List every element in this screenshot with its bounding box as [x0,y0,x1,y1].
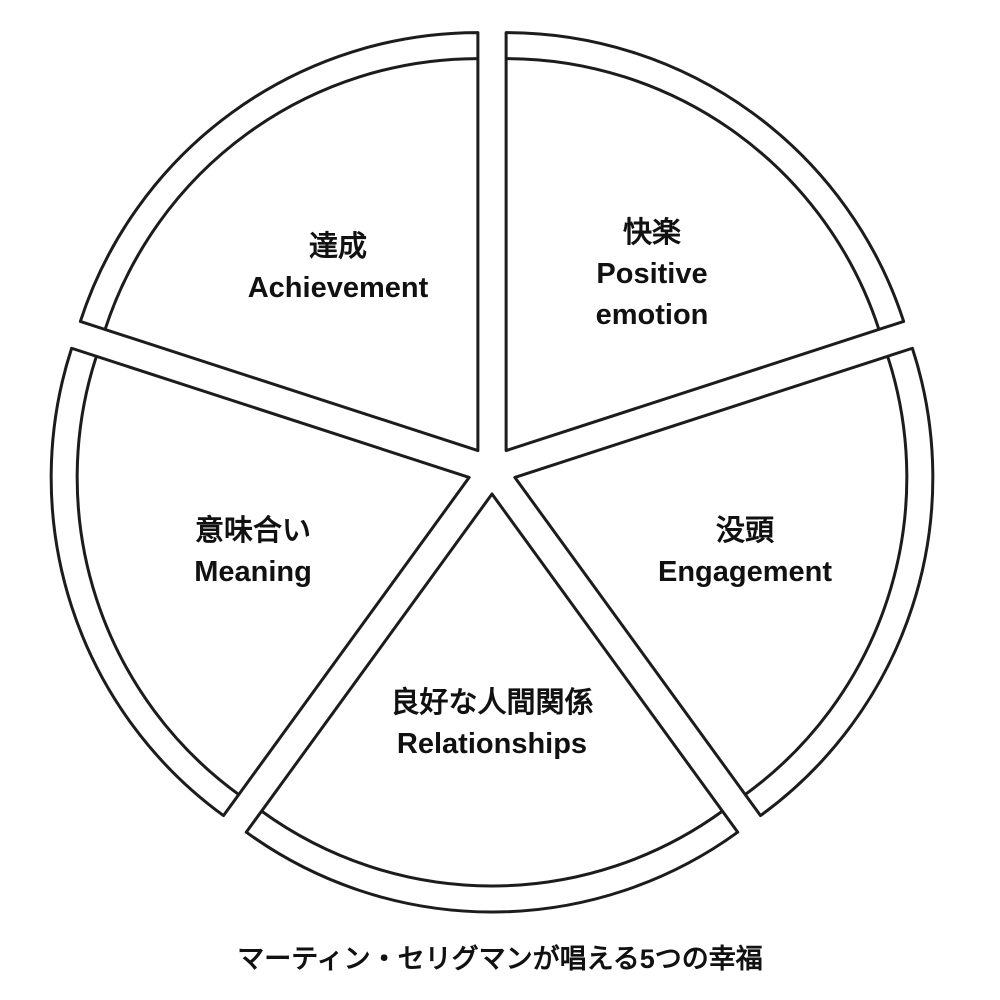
slice-label-line-relationships-1: Relationships [397,728,587,760]
pie-slice-achievement: 達成 Achievement [78,31,480,453]
slice-wedge [504,31,906,453]
slice-rim-arc [744,355,909,796]
pie-slice-engagement: 没頭 Engagement [513,346,935,818]
slice-label-line-achievement-0: 達成 [309,230,367,263]
slice-rim-arc [75,355,240,796]
slice-label-line-meaning-1: Meaning [194,556,312,588]
slice-wedge [49,346,471,818]
slice-wedge [513,346,935,818]
slice-wedge [244,492,740,914]
slice-rim-arc [506,57,881,330]
pie-slice-meaning: 意味合い Meaning [49,346,471,818]
slice-label-line-engagement-1: Engagement [658,556,832,588]
slice-label-line-relationships-0: 良好な人間関係 [390,685,593,719]
slice-label-line-engagement-0: 没頭 [716,514,775,547]
slice-rim-arc [103,57,478,330]
slice-label-line-positive-emotion-1: Positive [596,258,707,290]
slice-label-line-positive-emotion-2: emotion [596,299,709,331]
slice-label-line-positive-emotion-0: 快楽 [623,216,681,249]
slice-wedge [78,31,480,453]
diagram-caption: マーティン・セリグマンが唱える5つの幸福 [237,943,763,974]
pie-slice-positive-emotion: 快楽 Positive emotion [504,31,906,453]
pie-slice-relationships: 良好な人間関係 Relationships [244,492,740,914]
slice-rim-arc [260,809,724,888]
slices-root: 快楽 Positive emotion 没頭 Engagement 良好な人間関係 Rela… [49,31,935,914]
slice-label-line-achievement-1: Achievement [248,272,429,304]
slice-label-line-meaning-0: 意味合い [195,513,311,547]
